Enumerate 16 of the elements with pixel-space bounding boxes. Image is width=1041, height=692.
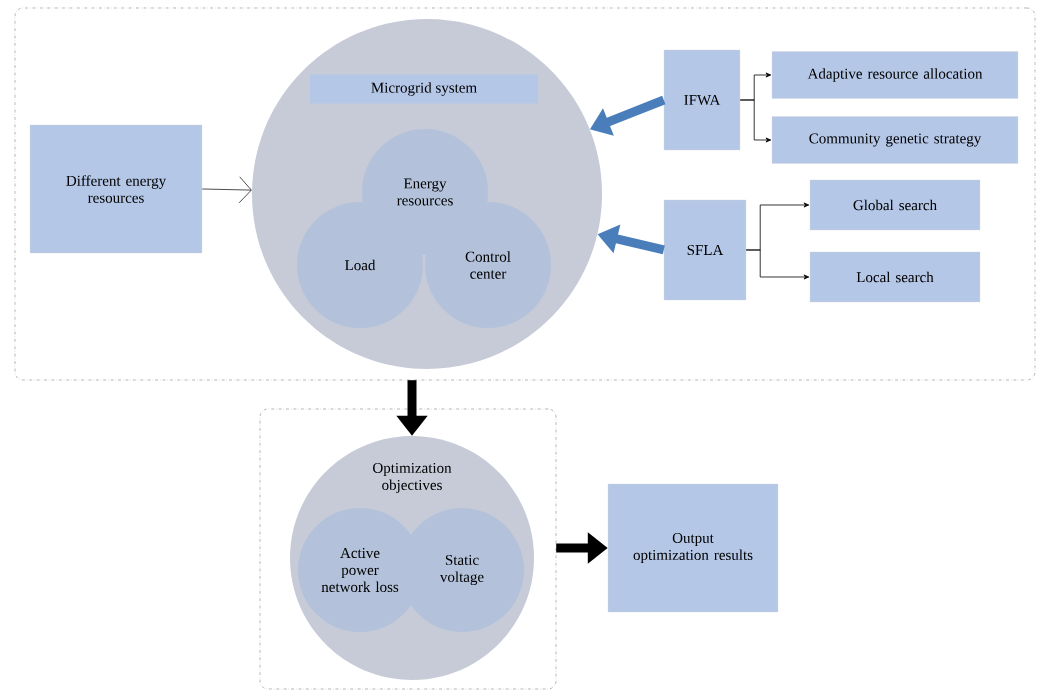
process-box: SFLA: [663, 199, 747, 301]
dashed-frame: [14, 7, 1036, 381]
process-box: Output optimization results: [607, 483, 779, 613]
process-box: IFWA: [663, 49, 741, 151]
process-box: Global search: [809, 179, 981, 231]
dashed-frame: [259, 408, 557, 690]
node-label: Static voltage: [439, 554, 484, 586]
bracket-arrow: [739, 99, 772, 143]
process-box: Local search: [809, 251, 981, 303]
process-box: Adaptive resource allocation: [771, 51, 1019, 99]
node-label: Load: [345, 259, 376, 271]
process-box: Community genetic strategy: [771, 116, 1019, 164]
process-box: Different energy resources: [29, 124, 203, 254]
node-label: Active power network loss: [321, 547, 399, 593]
bracket-arrow: [745, 249, 810, 280]
title-band: Microgrid system: [310, 74, 538, 104]
